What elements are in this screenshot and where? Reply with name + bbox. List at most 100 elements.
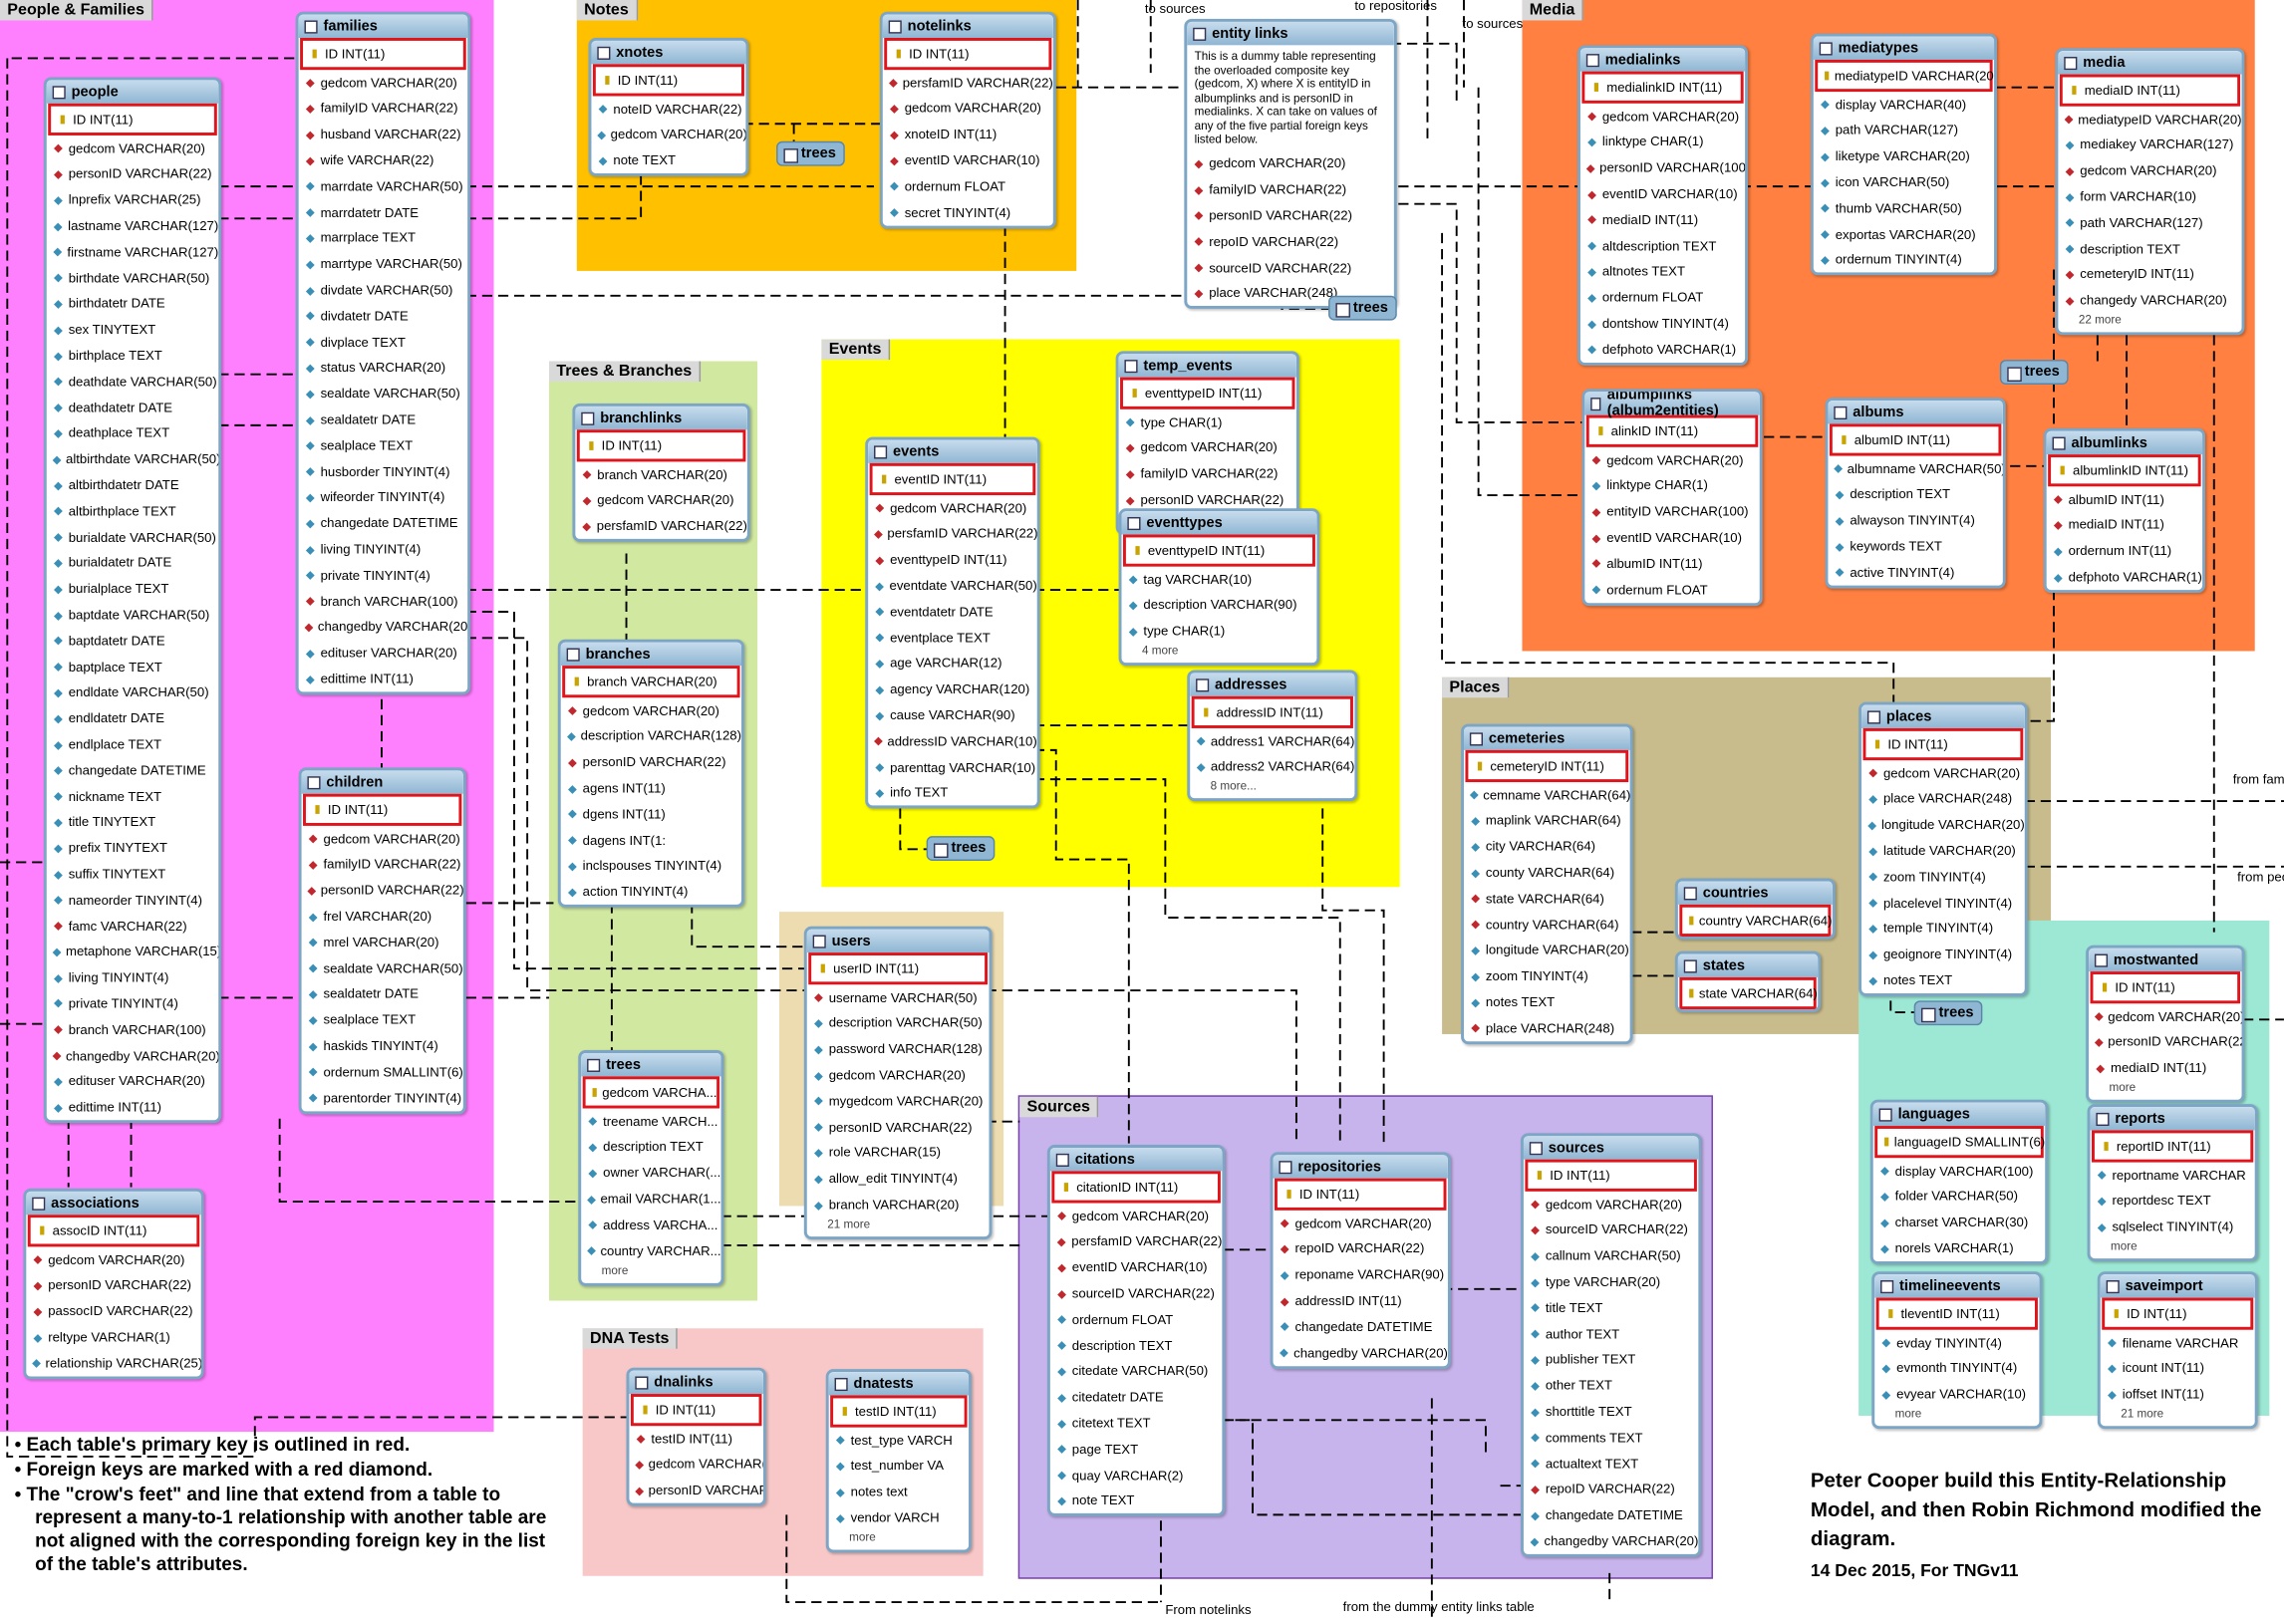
table-title[interactable]: families xyxy=(298,14,468,39)
table-people[interactable]: people▮ID INT(11)◆gedcom VARCHAR(20)◆per… xyxy=(43,77,222,1124)
attribute-row[interactable]: ◆description VARCHAR(128) xyxy=(566,728,742,744)
table-title[interactable]: xnotes xyxy=(591,40,746,65)
table-title[interactable]: places xyxy=(1861,704,2025,728)
attribute-row[interactable]: ◆dgens INT(11) xyxy=(567,806,666,822)
attribute-row[interactable]: ◆mediakey VARCHAR(127) xyxy=(2065,137,2234,152)
attribute-row[interactable]: ◆defphoto VARCHAR(1) xyxy=(2053,569,2202,585)
attribute-row[interactable]: ◆ioffset INT(11) xyxy=(2107,1387,2204,1402)
foreign-key-row[interactable]: ◆personID VARCHAR(22) xyxy=(2094,1034,2245,1050)
attribute-row[interactable]: ◆reltype VARCHAR(1) xyxy=(33,1329,170,1345)
more-rows-indicator[interactable]: more xyxy=(2111,1239,2138,1253)
attribute-row[interactable]: ◆note TEXT xyxy=(598,152,677,168)
primary-key-row[interactable]: ▮alinkID INT(11) xyxy=(1585,414,1759,447)
attribute-row[interactable]: ◆marrplace TEXT xyxy=(305,230,417,246)
attribute-row[interactable]: ◆description TEXT xyxy=(2065,241,2180,256)
attribute-row[interactable]: ◆address1 VARCHAR(64) xyxy=(1196,733,1355,748)
primary-key-row[interactable]: ▮ID INT(11) xyxy=(1274,1178,1447,1211)
table-eventtypes[interactable]: eventtypes▮eventtypeID INT(11)◆tag VARCH… xyxy=(1118,508,1320,667)
table-associations[interactable]: associations▮assocID INT(11)◆gedcom VARC… xyxy=(23,1188,204,1380)
table-title[interactable]: dnalinks xyxy=(629,1370,763,1395)
foreign-key-row[interactable]: ◆place VARCHAR(248) xyxy=(1194,286,1338,301)
attribute-row[interactable]: ◆endldate VARCHAR(50) xyxy=(53,684,209,700)
attribute-row[interactable]: ◆marrtype VARCHAR(50) xyxy=(305,256,462,272)
primary-key-row[interactable]: ▮ID INT(11) xyxy=(300,38,466,70)
attribute-row[interactable]: ◆parenttag VARCHAR(10) xyxy=(875,759,1036,775)
attribute-row[interactable]: ◆agens INT(11) xyxy=(567,780,666,796)
attribute-row[interactable]: ◆nameorder TINYINT(4) xyxy=(53,892,202,908)
primary-key-row[interactable]: ▮mediaID INT(11) xyxy=(2059,74,2241,107)
attribute-row[interactable]: ◆citedate VARCHAR(50) xyxy=(1057,1364,1209,1379)
attribute-row[interactable]: ◆prefix TINYTEXT xyxy=(53,840,167,856)
attribute-row[interactable]: ◆altnotes TEXT xyxy=(1587,264,1686,279)
attribute-row[interactable]: ◆altbirthdate VARCHAR(50) xyxy=(52,451,221,467)
table-title[interactable]: notelinks xyxy=(882,14,1053,39)
table-title[interactable]: repositories xyxy=(1273,1155,1448,1179)
foreign-key-row[interactable]: ◆country VARCHAR(64) xyxy=(1471,917,1619,933)
attribute-row[interactable]: ◆ordernum SMALLINT(6) xyxy=(308,1064,463,1080)
attribute-row[interactable]: ◆deathdate VARCHAR(50) xyxy=(53,374,217,390)
attribute-row[interactable]: ◆mygedcom VARCHAR(20) xyxy=(813,1093,984,1109)
attribute-row[interactable]: ◆lastname VARCHAR(127) xyxy=(53,218,219,234)
primary-key-row[interactable]: ▮cemeteryID INT(11) xyxy=(1465,749,1629,782)
foreign-key-row[interactable]: ◆wife VARCHAR(22) xyxy=(305,152,434,168)
attribute-row[interactable]: ◆longitude VARCHAR(20) xyxy=(1471,943,1629,958)
attribute-row[interactable]: ◆ordernum FLOAT xyxy=(1591,582,1708,597)
attribute-row[interactable]: ◆description TEXT xyxy=(1057,1338,1173,1353)
attribute-row[interactable]: ◆private TINYINT(4) xyxy=(305,567,430,583)
primary-key-row[interactable]: ▮ID INT(11) xyxy=(2102,1297,2254,1330)
foreign-key-row[interactable]: ◆branch VARCHAR(20) xyxy=(582,466,727,482)
primary-key-row[interactable]: ▮citationID INT(11) xyxy=(1051,1171,1221,1204)
table-title[interactable]: branches xyxy=(560,642,742,667)
attribute-row[interactable]: ◆changedate DATETIME xyxy=(1280,1319,1433,1334)
foreign-key-row[interactable]: ◆familyID VARCHAR(22) xyxy=(305,101,458,117)
attribute-row[interactable]: ◆eventplace TEXT xyxy=(875,630,991,646)
attribute-row[interactable]: ◆role VARCHAR(15) xyxy=(813,1145,942,1161)
attribute-row[interactable]: ◆private TINYINT(4) xyxy=(53,995,178,1011)
attribute-row[interactable]: ◆edittime INT(11) xyxy=(305,671,414,686)
attribute-row[interactable]: ◆icon VARCHAR(50) xyxy=(1821,174,1950,190)
foreign-key-row[interactable]: ◆persfamID VARCHAR(22) xyxy=(874,526,1038,542)
foreign-key-row[interactable]: ◆eventID VARCHAR(10) xyxy=(889,152,1040,168)
foreign-key-row[interactable]: ◆famc VARCHAR(22) xyxy=(53,918,187,934)
table-reports[interactable]: reports▮reportID INT(11) ◆reportname VARC… xyxy=(2087,1104,2258,1262)
foreign-key-row[interactable]: ◆gedcom VARCHAR(20) xyxy=(33,1251,185,1267)
attribute-row[interactable]: ◆gedcom VARCHAR(20) xyxy=(813,1067,966,1083)
table-repositories[interactable]: repositories▮ID INT(11) ◆gedcom VARCHAR(2… xyxy=(1270,1152,1451,1369)
attribute-row[interactable]: ◆sealdate VARCHAR(50) xyxy=(308,960,463,975)
attribute-row[interactable]: ◆callnum VARCHAR(50) xyxy=(1531,1248,1681,1263)
table-medialinks[interactable]: medialinks▮medialinkID INT(11)◆gedcom VA… xyxy=(1577,45,1749,366)
attribute-row[interactable]: ◆zoom TINYINT(4) xyxy=(1868,869,1986,885)
foreign-key-row[interactable]: ◆changedy VARCHAR(20) xyxy=(2065,293,2227,308)
table-title[interactable]: temp_events xyxy=(1118,354,1296,378)
attribute-row[interactable]: ◆thumb VARCHAR(50) xyxy=(1821,200,1962,216)
primary-key-row[interactable]: ▮reportID INT(11) xyxy=(2092,1130,2254,1163)
table-branchlinks[interactable]: branchlinks▮ID INT(11)◆branch VARCHAR(20… xyxy=(572,403,750,543)
attribute-row[interactable]: ◆zoom TINYINT(4) xyxy=(1471,968,1588,984)
foreign-key-row[interactable]: ◆gedcom VARCHAR( xyxy=(635,1457,766,1473)
foreign-key-row[interactable]: ◆gedcom VARCHAR(20) xyxy=(582,492,734,508)
attribute-row[interactable]: ◆exportas VARCHAR(20) xyxy=(1821,226,1976,242)
attribute-row[interactable]: ◆ordernum FLOAT xyxy=(1057,1311,1174,1327)
table-title[interactable]: albumplinks (album2entities) xyxy=(1584,392,1760,419)
attribute-row[interactable]: ◆suffix TINYTEXT xyxy=(53,866,166,882)
foreign-key-row[interactable]: ◆albumID INT(11) xyxy=(1591,556,1703,571)
foreign-key-row[interactable]: ◆personID VARCHAR(22) xyxy=(33,1277,192,1293)
foreign-key-row[interactable]: ◆addressID INT(11) xyxy=(1280,1293,1402,1308)
primary-key-row[interactable]: ▮state VARCHAR(64) xyxy=(1679,976,1818,1009)
foreign-key-row[interactable]: ◆gedcom VARCHAR(20) xyxy=(1125,440,1278,455)
attribute-row[interactable]: ◆status VARCHAR(20) xyxy=(305,360,446,376)
primary-key-row[interactable]: ▮ID INT(11) xyxy=(576,429,746,462)
attribute-row[interactable]: ◆reportname VARCHAR xyxy=(2097,1167,2246,1183)
table-branches[interactable]: branches▮branch VARCHAR(20)◆gedcom VARCH… xyxy=(557,639,744,909)
foreign-key-row[interactable]: ◆gedcom VARCHAR(20) xyxy=(53,140,205,155)
attribute-row[interactable]: ◆reportdesc TEXT xyxy=(2097,1194,2211,1209)
table-countries[interactable]: countries▮country VARCHAR(64) xyxy=(1674,878,1836,940)
table-title[interactable]: countries xyxy=(1677,881,1833,905)
attribute-row[interactable]: ◆alwayson TINYINT(4) xyxy=(1835,512,1975,528)
attribute-row[interactable]: ◆shorttitle TEXT xyxy=(1531,1404,1632,1419)
foreign-key-row[interactable]: ◆mediaID INT(11) xyxy=(1587,212,1699,227)
table-title[interactable]: reports xyxy=(2090,1107,2255,1131)
attribute-row[interactable]: ◆frel VARCHAR(20) xyxy=(308,909,432,924)
foreign-key-row[interactable]: ◆gedcom VARCHAR(20) xyxy=(1280,1216,1432,1230)
more-rows-indicator[interactable]: more xyxy=(2109,1081,2137,1095)
